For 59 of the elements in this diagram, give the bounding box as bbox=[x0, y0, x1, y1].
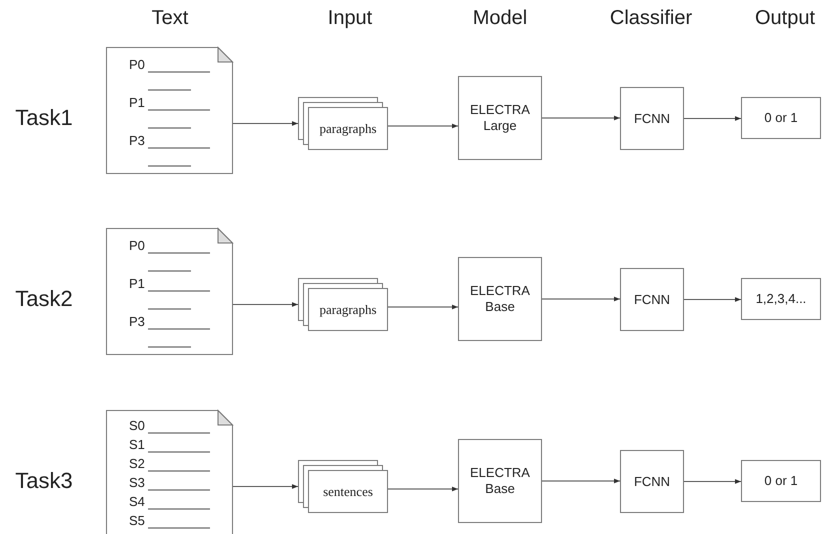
arrow bbox=[232, 302, 298, 307]
process-box bbox=[458, 257, 542, 341]
card-text: sentences bbox=[322, 483, 374, 501]
arrow bbox=[542, 478, 620, 484]
sentence-label: S3 bbox=[129, 476, 145, 489]
column-heading: Output bbox=[754, 8, 816, 28]
arrow bbox=[542, 296, 620, 302]
box-text: FCNN bbox=[632, 474, 672, 490]
paragraph-label: P0 bbox=[129, 239, 145, 252]
arrow bbox=[684, 116, 742, 121]
column-heading: Text bbox=[152, 8, 188, 28]
sentence-label: S2 bbox=[129, 457, 145, 470]
process-box bbox=[741, 97, 821, 139]
box-text: ELECTRA Base bbox=[469, 465, 531, 497]
paragraph-label: P1 bbox=[129, 96, 145, 109]
stacked-cards bbox=[298, 460, 388, 513]
column-heading: Classifier bbox=[610, 8, 692, 28]
document-shape bbox=[106, 228, 233, 355]
document-shape bbox=[106, 410, 233, 534]
sentence-label: S0 bbox=[129, 419, 145, 432]
column-heading: Input bbox=[328, 8, 372, 28]
box-text: 0 or 1 bbox=[763, 110, 799, 126]
stacked-cards bbox=[298, 278, 388, 331]
document-shape bbox=[106, 47, 233, 174]
arrow bbox=[232, 121, 298, 126]
arrow bbox=[388, 304, 458, 310]
column-heading: Model bbox=[472, 8, 528, 28]
box-text: FCNN bbox=[632, 292, 672, 308]
process-box bbox=[458, 76, 542, 160]
arrow bbox=[388, 486, 458, 492]
sentence-label: S5 bbox=[129, 514, 145, 527]
sentence-label: S1 bbox=[129, 438, 145, 451]
box-text: FCNN bbox=[632, 110, 672, 126]
box-text: 0 or 1 bbox=[763, 473, 799, 489]
sentence-label: S4 bbox=[129, 495, 145, 508]
card-text: paragraphs bbox=[318, 301, 378, 319]
row-label: Task1 bbox=[15, 107, 73, 129]
process-box bbox=[620, 450, 684, 513]
process-box bbox=[620, 268, 684, 331]
row-label: Task3 bbox=[15, 470, 73, 492]
arrow bbox=[388, 124, 458, 128]
paragraph-label: P0 bbox=[129, 58, 145, 71]
process-box bbox=[620, 87, 684, 150]
arrow bbox=[542, 116, 620, 120]
arrow bbox=[684, 297, 742, 302]
process-box bbox=[741, 278, 821, 320]
box-text: ELECTRA Large bbox=[469, 102, 531, 134]
stacked-cards bbox=[298, 97, 388, 150]
row-label: Task2 bbox=[15, 288, 73, 310]
arrow bbox=[684, 479, 742, 484]
box-text: 1,2,3,4... bbox=[754, 291, 808, 307]
paragraph-label: P3 bbox=[129, 315, 145, 328]
process-box bbox=[741, 460, 821, 502]
card-text: paragraphs bbox=[318, 120, 378, 138]
arrow bbox=[232, 484, 298, 489]
paragraph-label: P1 bbox=[129, 277, 145, 290]
box-text: ELECTRA Base bbox=[469, 283, 531, 315]
process-box bbox=[458, 439, 542, 523]
paragraph-label: P3 bbox=[129, 134, 145, 147]
